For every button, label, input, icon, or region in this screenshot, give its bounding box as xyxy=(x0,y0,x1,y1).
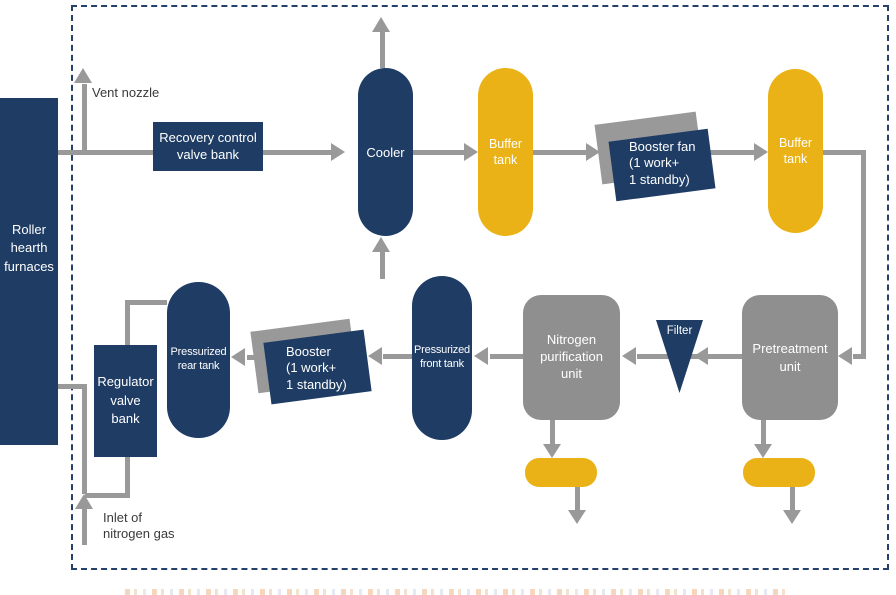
nitrogen-purification-unit-box: Nitrogen purification unit xyxy=(523,295,620,420)
roller-hearth-furnaces-label: Roller hearth furnaces xyxy=(4,222,54,274)
booster-label: Booster (1 work+ 1 standby) xyxy=(286,344,347,392)
filter-label: Filter xyxy=(666,325,693,337)
arrowhead-into-filter xyxy=(694,347,708,365)
arrowhead-into-pretreatment xyxy=(838,347,852,365)
arrowhead-inlet-up xyxy=(75,494,93,509)
buffer-tank-1-vessel: Buffer tank xyxy=(478,68,533,236)
pressurized-rear-tank-label: Pressurized rear tank xyxy=(170,346,227,372)
purification-drain-pot xyxy=(525,458,597,487)
flow-line-down-into-regulator xyxy=(125,300,130,345)
arrowhead-into-booster xyxy=(368,347,382,365)
pressurized-rear-tank-vessel: Pressurized rear tank xyxy=(167,282,230,438)
cooler-label: Cooler xyxy=(366,144,405,160)
flow-line-regulator-to-merge xyxy=(85,493,130,498)
purification-drain-line xyxy=(550,420,555,444)
flow-line-fronttank-to-booster xyxy=(383,354,412,359)
cooler-top-vent-line xyxy=(380,31,385,68)
flow-line-boosterfan-to-buffer2 xyxy=(710,150,755,155)
flow-line-reartank-left xyxy=(125,300,167,305)
purification-drain-out-line xyxy=(575,487,580,510)
arrowhead-vent-up xyxy=(74,68,92,83)
buffer-tank-1-label: Buffer tank xyxy=(488,136,523,167)
buffer-tank-2-vessel: Buffer tank xyxy=(768,69,823,233)
arrowhead-into-cooler xyxy=(331,143,345,161)
arrowhead-into-cooler-bottom xyxy=(372,237,390,252)
inlet-nitrogen-gas-label: Inlet of nitrogen gas xyxy=(103,510,175,542)
vent-line xyxy=(82,84,87,152)
flow-line-buffer1-to-boosterfan xyxy=(533,150,587,155)
arrowhead-pretreatment-drain-out xyxy=(783,510,801,524)
pretreatment-unit-box: Pretreatment unit xyxy=(742,295,838,420)
system-boundary-dashed-frame xyxy=(71,5,889,570)
recovery-control-valve-bank-box: Recovery control valve bank xyxy=(153,122,263,171)
regulator-valve-bank-box: Regulator valve bank xyxy=(94,345,157,457)
flow-line-purification-to-fronttank xyxy=(490,354,523,359)
cooler-bottom-feed-line xyxy=(380,252,385,279)
arrowhead-into-buffer1 xyxy=(464,143,478,161)
pretreatment-unit-label: Pretreatment unit xyxy=(752,340,828,374)
buffer-tank-2-label: Buffer tank xyxy=(778,135,813,166)
arrowhead-into-fronttank xyxy=(474,347,488,365)
pressurized-front-tank-vessel: Pressurized front tank xyxy=(412,276,472,440)
booster-fan-label: Booster fan (1 work+ 1 standby) xyxy=(629,139,696,187)
regulator-valve-bank-label: Regulator valve bank xyxy=(97,373,154,427)
pretreatment-drain-out-line xyxy=(790,487,795,510)
flow-line-return-to-furnaces xyxy=(58,384,87,389)
flow-line-into-pretreatment xyxy=(853,354,866,359)
pressurized-front-tank-label: Pressurized front tank xyxy=(414,344,470,370)
pretreatment-drain-pot xyxy=(743,458,815,487)
arrowhead-purification-drain-out xyxy=(568,510,586,524)
flow-line-right-down xyxy=(861,150,866,359)
inlet-line-upper xyxy=(82,386,87,494)
nitrogen-purification-unit-label: Nitrogen purification unit xyxy=(540,332,603,381)
arrowhead-into-purification xyxy=(622,347,636,365)
cropped-caption-text xyxy=(125,589,787,595)
inlet-line-lower xyxy=(82,509,87,545)
vent-nozzle-label: Vent nozzle xyxy=(92,85,160,100)
arrowhead-purification-drain xyxy=(543,444,561,458)
roller-hearth-furnaces-block: Roller hearth furnaces xyxy=(0,98,58,445)
arrowhead-pretreatment-drain xyxy=(754,444,772,458)
arrowhead-cooler-vent-up xyxy=(372,17,390,32)
arrowhead-into-reartank xyxy=(231,348,245,366)
recovery-control-valve-bank-label: Recovery control valve bank xyxy=(159,129,257,162)
cooler-vessel: Cooler xyxy=(358,68,413,236)
arrowhead-into-buffer2 xyxy=(754,143,768,161)
flow-line-regulator-down xyxy=(125,457,130,498)
pretreatment-drain-line xyxy=(761,420,766,444)
flow-line-buffer2-right xyxy=(823,150,866,155)
flow-line-cooler-to-buffer1 xyxy=(413,150,465,155)
